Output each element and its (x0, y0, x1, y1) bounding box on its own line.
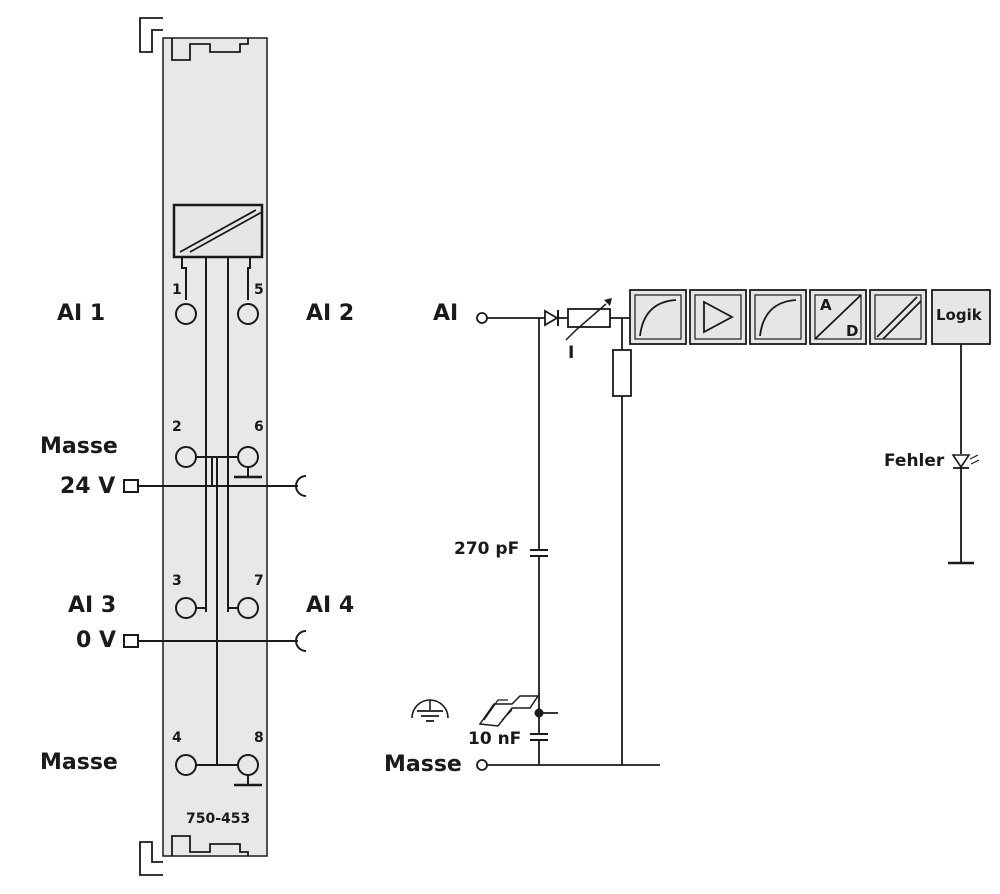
connector-24v (123, 479, 139, 493)
error-led-symbol (951, 454, 980, 469)
terminal-number-8: 8 (254, 730, 264, 746)
ad-label-a: A (820, 296, 832, 314)
terminal-number-4: 4 (172, 730, 182, 746)
module-clip-bottom (139, 835, 249, 876)
terminal-number-5: 5 (254, 282, 264, 298)
schematic-ground-label: Masse (384, 752, 462, 777)
capacitor-top-label: 270 pF (454, 539, 519, 559)
label-masse-top: Masse (40, 434, 118, 459)
label-ai3: AI 3 (68, 593, 116, 618)
label-masse-bottom: Masse (40, 750, 118, 775)
amplifier-block (689, 289, 747, 345)
capacitor-bottom-label: 10 nF (468, 729, 521, 749)
connector-0v (123, 634, 139, 648)
module-clip-top (139, 17, 249, 61)
terminal-number-3: 3 (172, 573, 182, 589)
filter-block-2 (749, 289, 807, 345)
logic-block: Logik (931, 289, 991, 345)
filter-block-1 (629, 289, 687, 345)
shunt-resistor-symbol (612, 349, 632, 397)
part-number: 750-453 (186, 811, 250, 827)
io-module: 1 5 2 6 3 7 4 8 750-453 (123, 17, 307, 876)
terminal-number-1: 1 (172, 282, 182, 298)
earth-ground-icon (411, 699, 449, 722)
error-led-label: Fehler (884, 451, 945, 471)
din-rail-symbol (478, 695, 540, 727)
terminal-number-6: 6 (254, 419, 264, 435)
capacitor-270pf-symbol (530, 549, 548, 557)
current-label: I (568, 343, 574, 363)
label-ai2: AI 2 (306, 301, 354, 326)
logic-label: Logik (936, 306, 983, 324)
terminal-number-2: 2 (172, 419, 182, 435)
terminal-5[interactable] (237, 303, 259, 325)
label-24v: 24 V (60, 474, 115, 499)
terminal-number-7: 7 (254, 573, 264, 589)
label-0v: 0 V (76, 628, 116, 653)
label-ai1: AI 1 (57, 301, 105, 326)
label-ai4: AI 4 (306, 593, 354, 618)
capacitor-10nf-symbol (530, 733, 548, 741)
input-schematic: AI I (384, 289, 991, 777)
ground-terminal (476, 759, 488, 771)
variable-resistor-symbol (565, 298, 612, 341)
ad-converter-block: A D (809, 289, 867, 345)
input-terminal (476, 312, 488, 324)
isolation-block (869, 289, 927, 345)
ad-label-d: D (846, 322, 858, 340)
terminal-1[interactable] (175, 303, 197, 325)
diode-symbol (544, 309, 559, 327)
schematic-input-label: AI (433, 301, 458, 326)
